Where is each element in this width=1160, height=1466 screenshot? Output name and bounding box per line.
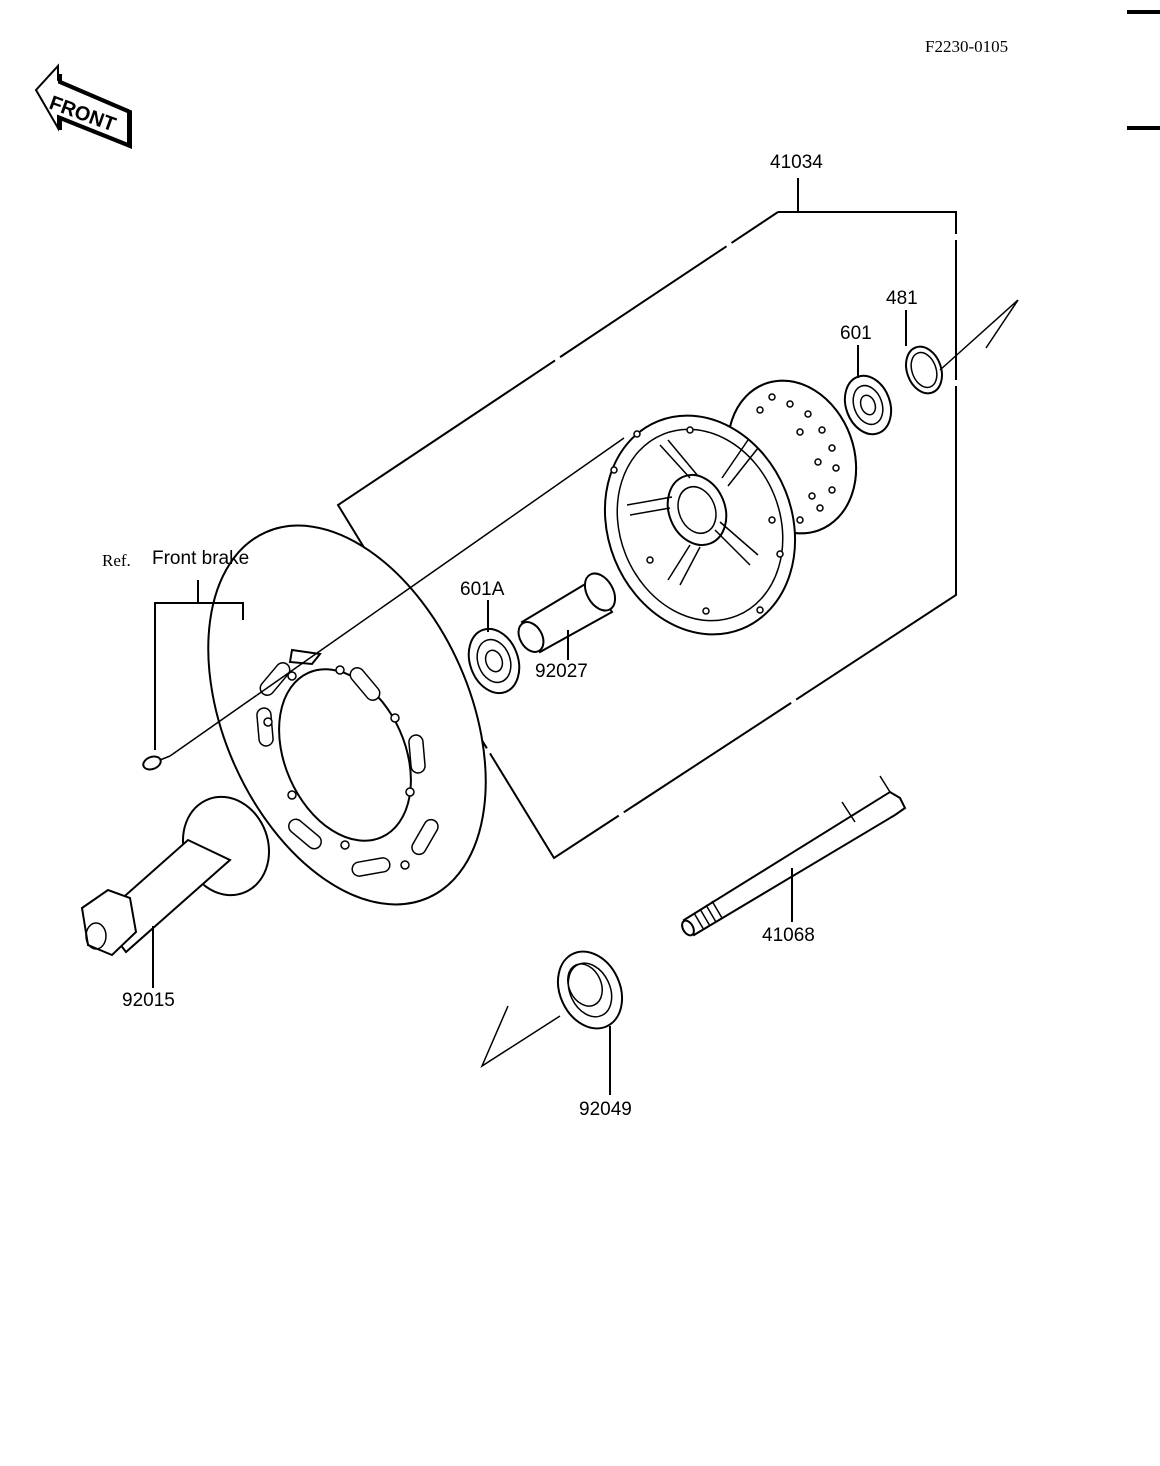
screw-axis-line	[169, 437, 625, 757]
spacer-92027	[517, 572, 617, 654]
assembly-bracket-41034	[336, 211, 957, 860]
ref-label: Ref.	[102, 551, 131, 570]
brake-disc	[207, 524, 487, 906]
oil-seal-92049	[556, 950, 624, 1030]
bearing-601	[843, 374, 893, 436]
bearing-601A	[467, 627, 521, 695]
part-label-601: 601	[840, 323, 872, 344]
collar-92015	[80, 795, 271, 957]
circlip-481	[905, 345, 943, 395]
part-label-41034: 41034	[770, 152, 823, 173]
ref-title: Front brake	[152, 548, 249, 569]
part-label-92027: 92027	[535, 661, 588, 682]
axis-line-right	[939, 299, 1019, 371]
part-label-92015: 92015	[122, 990, 175, 1011]
axle-41068	[681, 775, 907, 937]
disc-screw	[142, 755, 171, 771]
wheel-hub	[603, 379, 858, 636]
part-label-601A: 601A	[460, 579, 505, 600]
front-arrow-icon: FRONT	[34, 63, 132, 149]
part-label-41068: 41068	[762, 925, 815, 946]
part-label-92049: 92049	[579, 1099, 632, 1120]
diagram-code: F2230-0105	[925, 37, 1008, 56]
part-label-481: 481	[886, 288, 918, 309]
axis-line-left	[480, 1005, 561, 1068]
